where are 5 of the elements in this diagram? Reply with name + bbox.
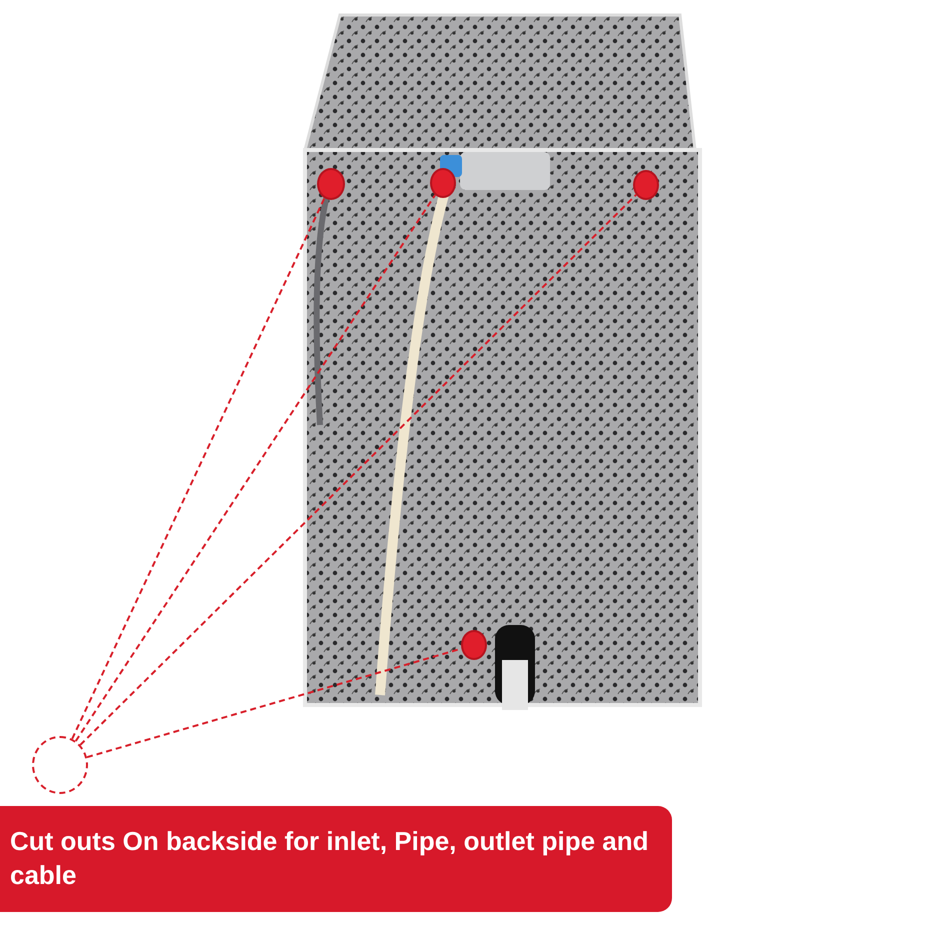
leader-line: [80, 194, 637, 746]
callout-banner: Cut outs On backside for inlet, Pipe, outlet pipe and cable: [0, 806, 672, 912]
leader-line: [71, 198, 326, 740]
dashed-circle-marker: [32, 736, 88, 794]
leader-line: [74, 194, 436, 742]
